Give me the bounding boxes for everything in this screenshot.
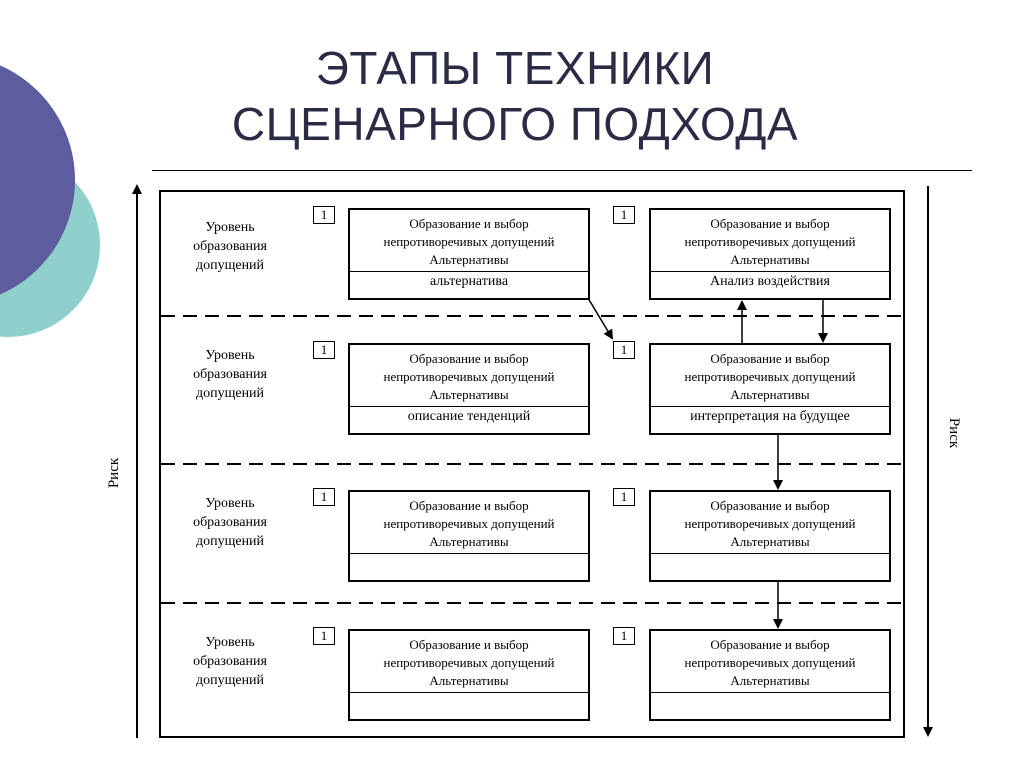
box-text-line: Образование и выбор (710, 637, 830, 652)
row-label-line: допущений (195, 673, 265, 688)
box-text-line: непротиворечивых допущений (684, 234, 856, 249)
box-text-line: непротиворечивых допущений (383, 234, 555, 249)
box-text-line: непротиворечивых допущений (383, 369, 555, 384)
stage-box-header: Образование и выбор непротиворечивых доп… (350, 631, 588, 693)
stage-box-result: альтернатива (429, 274, 509, 289)
box-text-line: Альтернативы (730, 673, 810, 688)
stage-box-result: Анализ воздействия (710, 274, 830, 289)
box-text-line: Образование и выбор (710, 216, 830, 231)
row-label-line: Уровень (205, 496, 255, 511)
flow-arrow (587, 297, 614, 340)
row-label-2: Уровень образования допущений (165, 346, 295, 403)
decorative-circles (0, 65, 100, 337)
stage-box-header: Образование и выбор непротиворечивых доп… (651, 345, 889, 407)
step-number: 1 (313, 341, 335, 359)
row-label-line: допущений (195, 534, 265, 549)
box-text-line: Образование и выбор (409, 637, 529, 652)
box-text-line: Альтернативы (730, 387, 810, 402)
risk-label-right: Риск (946, 418, 962, 449)
stage-box-right-3: Образование и выбор непротиворечивых доп… (649, 490, 891, 582)
row-label-line: образования (193, 239, 267, 254)
slide-title-line-1: ЭТАПЫ ТЕХНИКИ (315, 42, 715, 94)
box-text-line: непротиворечивых допущений (684, 655, 856, 670)
box-text-line: Альтернативы (429, 534, 509, 549)
row-label-line: допущений (195, 386, 265, 401)
box-text-line: непротиворечивых допущений (383, 655, 555, 670)
title-divider (152, 170, 972, 171)
stage-box-right-1: Образование и выбор непротиворечивых доп… (649, 208, 891, 300)
stage-box-header: Образование и выбор непротиворечивых доп… (651, 631, 889, 693)
stage-box-left-1: Образование и выбор непротиворечивых доп… (348, 208, 590, 300)
box-text-line: Образование и выбор (710, 351, 830, 366)
stage-box-header: Образование и выбор непротиворечивых доп… (350, 492, 588, 554)
stage-box-left-4: Образование и выбор непротиворечивых доп… (348, 629, 590, 721)
step-number: 1 (613, 206, 635, 224)
row-label-line: Уровень (205, 635, 255, 650)
box-text-line: непротиворечивых допущений (684, 369, 856, 384)
row-label-line: Уровень (205, 220, 255, 235)
stage-box-result: интерпретация на будущее (690, 409, 850, 424)
row-label-4: Уровень образования допущений (165, 633, 295, 690)
box-text-line: Образование и выбор (710, 498, 830, 513)
stage-box-header: Образование и выбор непротиворечивых доп… (350, 210, 588, 272)
purple-circle (0, 65, 75, 295)
box-text-line: Образование и выбор (409, 216, 529, 231)
row-label-line: образования (193, 515, 267, 530)
stage-box-header: Образование и выбор непротиворечивых доп… (651, 210, 889, 272)
row-label-line: допущений (195, 258, 265, 273)
row-label-line: образования (193, 654, 267, 669)
box-text-line: Образование и выбор (409, 498, 529, 513)
box-text-line: Альтернативы (429, 252, 509, 267)
box-text-line: Альтернативы (730, 252, 810, 267)
box-text-line: непротиворечивых допущений (383, 516, 555, 531)
risk-label-left: Риск (106, 457, 122, 488)
step-number: 1 (613, 488, 635, 506)
box-text-line: Альтернативы (429, 673, 509, 688)
diagram-frame (159, 190, 905, 738)
slide-title: ЭТАПЫ ТЕХНИКИ СЦЕНАРНОГО ПОДХОДА (150, 40, 880, 152)
row-label-3: Уровень образования допущений (165, 494, 295, 551)
stage-box-header: Образование и выбор непротиворечивых доп… (651, 492, 889, 554)
stage-box-right-2: Образование и выбор непротиворечивых доп… (649, 343, 891, 435)
stage-box-right-4: Образование и выбор непротиворечивых доп… (649, 629, 891, 721)
stage-box-header: Образование и выбор непротиворечивых доп… (350, 345, 588, 407)
step-number: 1 (313, 488, 335, 506)
box-text-line: Образование и выбор (409, 351, 529, 366)
slide-title-line-2: СЦЕНАРНОГО ПОДХОДА (231, 98, 799, 150)
row-label-line: образования (193, 367, 267, 382)
box-text-line: Альтернативы (429, 387, 509, 402)
box-text-line: Альтернативы (730, 534, 810, 549)
step-number: 1 (613, 341, 635, 359)
step-number: 1 (313, 627, 335, 645)
row-label-1: Уровень образования допущений (165, 218, 295, 275)
step-number: 1 (613, 627, 635, 645)
stage-box-left-3: Образование и выбор непротиворечивых доп… (348, 490, 590, 582)
step-number: 1 (313, 206, 335, 224)
box-text-line: непротиворечивых допущений (684, 516, 856, 531)
row-label-line: Уровень (205, 348, 255, 363)
stage-box-left-2: Образование и выбор непротиворечивых доп… (348, 343, 590, 435)
stage-box-result: описание тенденций (407, 409, 531, 424)
